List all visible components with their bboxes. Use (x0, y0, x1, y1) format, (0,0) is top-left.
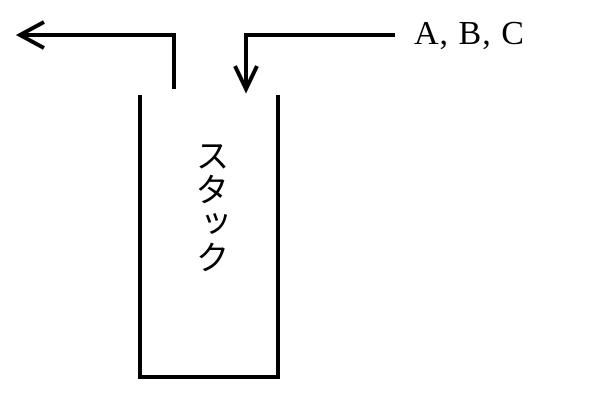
stack-container (138, 95, 280, 379)
push-arrow-head (233, 65, 259, 94)
stack-label: スタック (189, 138, 229, 274)
push-arrow-line (244, 33, 395, 87)
input-items-label: A, B, C (414, 15, 525, 52)
pop-arrow-line (20, 33, 176, 89)
pop-arrow-head (15, 20, 45, 50)
